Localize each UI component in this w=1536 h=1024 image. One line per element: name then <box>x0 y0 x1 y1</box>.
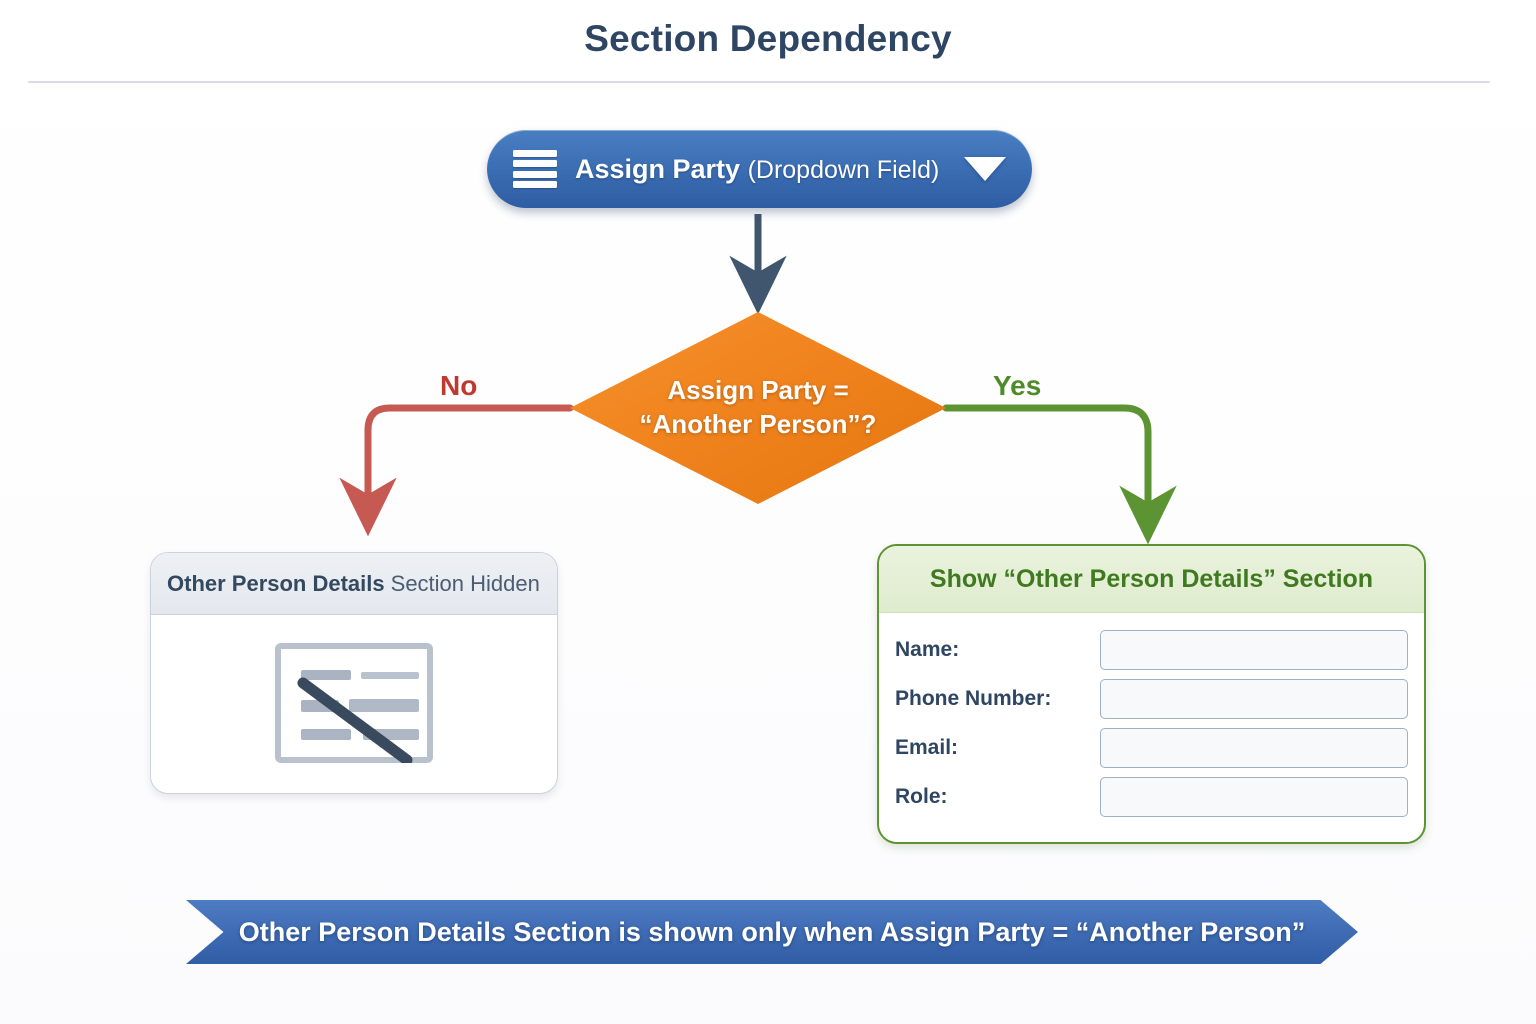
role-label: Role: <box>895 785 948 808</box>
dropdown-node-label-normal: (Dropdown Field) <box>747 155 940 184</box>
connector-yes-branch <box>942 404 1177 545</box>
other-person-details-form: Name: Phone Number: Email: Role: <box>879 613 1424 820</box>
hidden-form-slashed-icon <box>275 643 433 766</box>
chevron-down-icon[interactable] <box>964 157 1006 181</box>
decision-diamond: Assign Party = “Another Person”? <box>570 312 946 504</box>
phone-number-label: Phone Number: <box>895 687 1052 710</box>
hidden-card-title-normal: Section Hidden <box>390 570 540 596</box>
form-row: Email: <box>895 725 1408 771</box>
dropdown-node-label: Assign Party (Dropdown Field) <box>575 154 939 185</box>
decision-line-2: “Another Person”? <box>639 409 877 439</box>
email-label: Email: <box>895 736 959 759</box>
branch-label-no: No <box>440 370 478 401</box>
title-divider <box>28 81 1490 83</box>
shown-section-card: Show “Other Person Details” Section Name… <box>877 544 1426 844</box>
decision-line-1: Assign Party = <box>667 375 849 406</box>
connector-no-branch <box>339 404 574 537</box>
name-label: Name: <box>895 638 960 661</box>
hidden-section-card: Other Person Details Section Hidden <box>150 552 558 794</box>
name-input[interactable] <box>1100 630 1408 670</box>
list-menu-icon <box>513 150 557 188</box>
form-row: Role: <box>895 774 1408 820</box>
decision-diamond-label: Assign Party = “Another Person”? <box>570 312 946 504</box>
form-row: Phone Number: <box>895 676 1408 722</box>
hidden-section-card-body <box>151 615 557 791</box>
dropdown-node-label-bold: Assign Party <box>575 153 741 184</box>
assign-party-dropdown-node[interactable]: Assign Party (Dropdown Field) <box>487 130 1032 208</box>
branch-label-yes: Yes <box>993 370 1042 401</box>
summary-ribbon: Other Person Details Section is shown on… <box>186 900 1358 964</box>
shown-section-card-header: Show “Other Person Details” Section <box>879 546 1424 613</box>
role-input[interactable] <box>1100 777 1408 817</box>
hidden-section-card-header: Other Person Details Section Hidden <box>151 553 557 615</box>
hidden-card-title-bold: Other Person Details <box>167 570 385 596</box>
email-input[interactable] <box>1100 728 1408 768</box>
form-row: Name: <box>895 627 1408 673</box>
summary-ribbon-text: Other Person Details Section is shown on… <box>238 916 1306 947</box>
page-title: Section Dependency <box>584 18 952 59</box>
phone-number-input[interactable] <box>1100 679 1408 719</box>
